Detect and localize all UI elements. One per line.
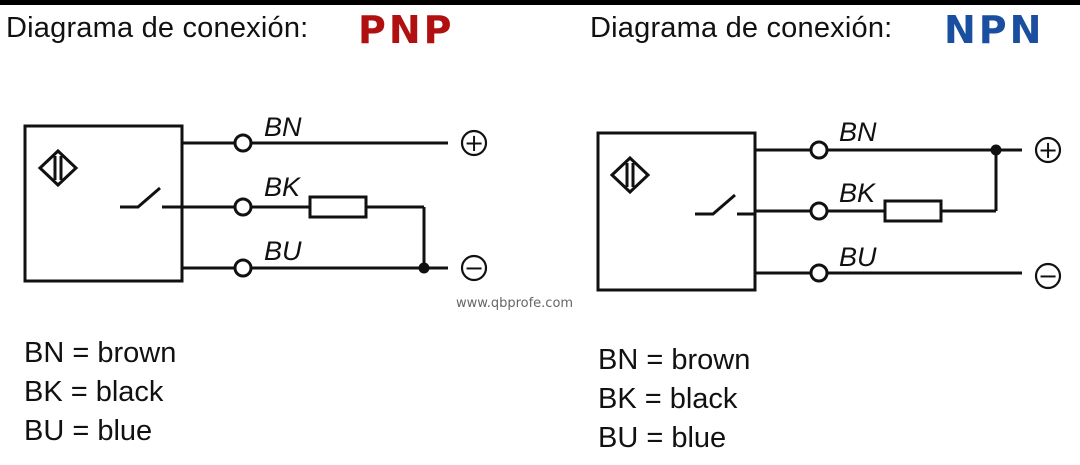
pnp-plus-symbol: +: [464, 129, 484, 157]
pnp-wire-label-bu: BU: [264, 236, 302, 266]
pnp-plus-circle: [460, 129, 488, 157]
left-heading: Diagrama de conexión:: [6, 12, 309, 44]
npn-terminal-bn: [809, 140, 829, 160]
legend-item: BN = brown: [598, 344, 751, 376]
pnp-wire-label-bk: BK: [264, 172, 301, 202]
pnp-minus-circle: [460, 254, 488, 282]
pnp-sensor-box: [23, 124, 184, 283]
pnp-sensor-symbol: [37, 148, 79, 188]
legend-item: BU = blue: [24, 415, 153, 447]
right-heading: Diagrama de conexión:: [590, 12, 893, 44]
npn-junction-dot: [990, 144, 1002, 156]
pnp-label: PNP: [358, 8, 455, 52]
npn-sensor-box: [596, 131, 757, 292]
pnp-legend: BN = brown BK = black BU = blue: [24, 334, 176, 451]
npn-wire-label-bk: BK: [839, 178, 876, 208]
npn-switch: [695, 193, 736, 216]
pnp-minus-symbol: −: [464, 254, 484, 282]
legend-item: BU = blue: [598, 422, 727, 454]
npn-minus-symbol: −: [1038, 262, 1058, 290]
pnp-load-resistor: [308, 195, 368, 219]
legend-item: BK = black: [598, 383, 738, 415]
npn-label: NPN: [944, 8, 1045, 52]
npn-minus-circle: [1034, 262, 1062, 290]
pnp-terminal-bk: [233, 197, 253, 217]
pnp-wire-label-bn: BN: [264, 112, 302, 142]
top-border: [0, 0, 1080, 5]
npn-terminal-bu: [809, 263, 829, 283]
watermark: www.qbprofe.com: [456, 296, 574, 311]
pnp-diagram: [23, 124, 488, 283]
npn-terminal-bk: [809, 201, 829, 221]
npn-wire-label-bn: BN: [839, 117, 877, 147]
npn-wire-label-bu: BU: [839, 242, 877, 272]
legend-item: BN = brown: [24, 337, 177, 369]
legend-item: BK = black: [24, 376, 164, 408]
npn-legend: BN = brown BK = black BU = blue: [598, 341, 750, 458]
pnp-switch: [120, 186, 161, 209]
npn-load-resistor: [883, 199, 943, 223]
npn-diagram: [596, 131, 1062, 292]
npn-plus-circle: [1034, 136, 1062, 164]
pnp-junction-dot: [418, 262, 430, 274]
npn-plus-symbol: +: [1038, 136, 1058, 164]
npn-sensor-symbol: [609, 155, 651, 195]
pnp-terminal-bu: [233, 258, 253, 278]
pnp-terminal-bn: [233, 133, 253, 153]
